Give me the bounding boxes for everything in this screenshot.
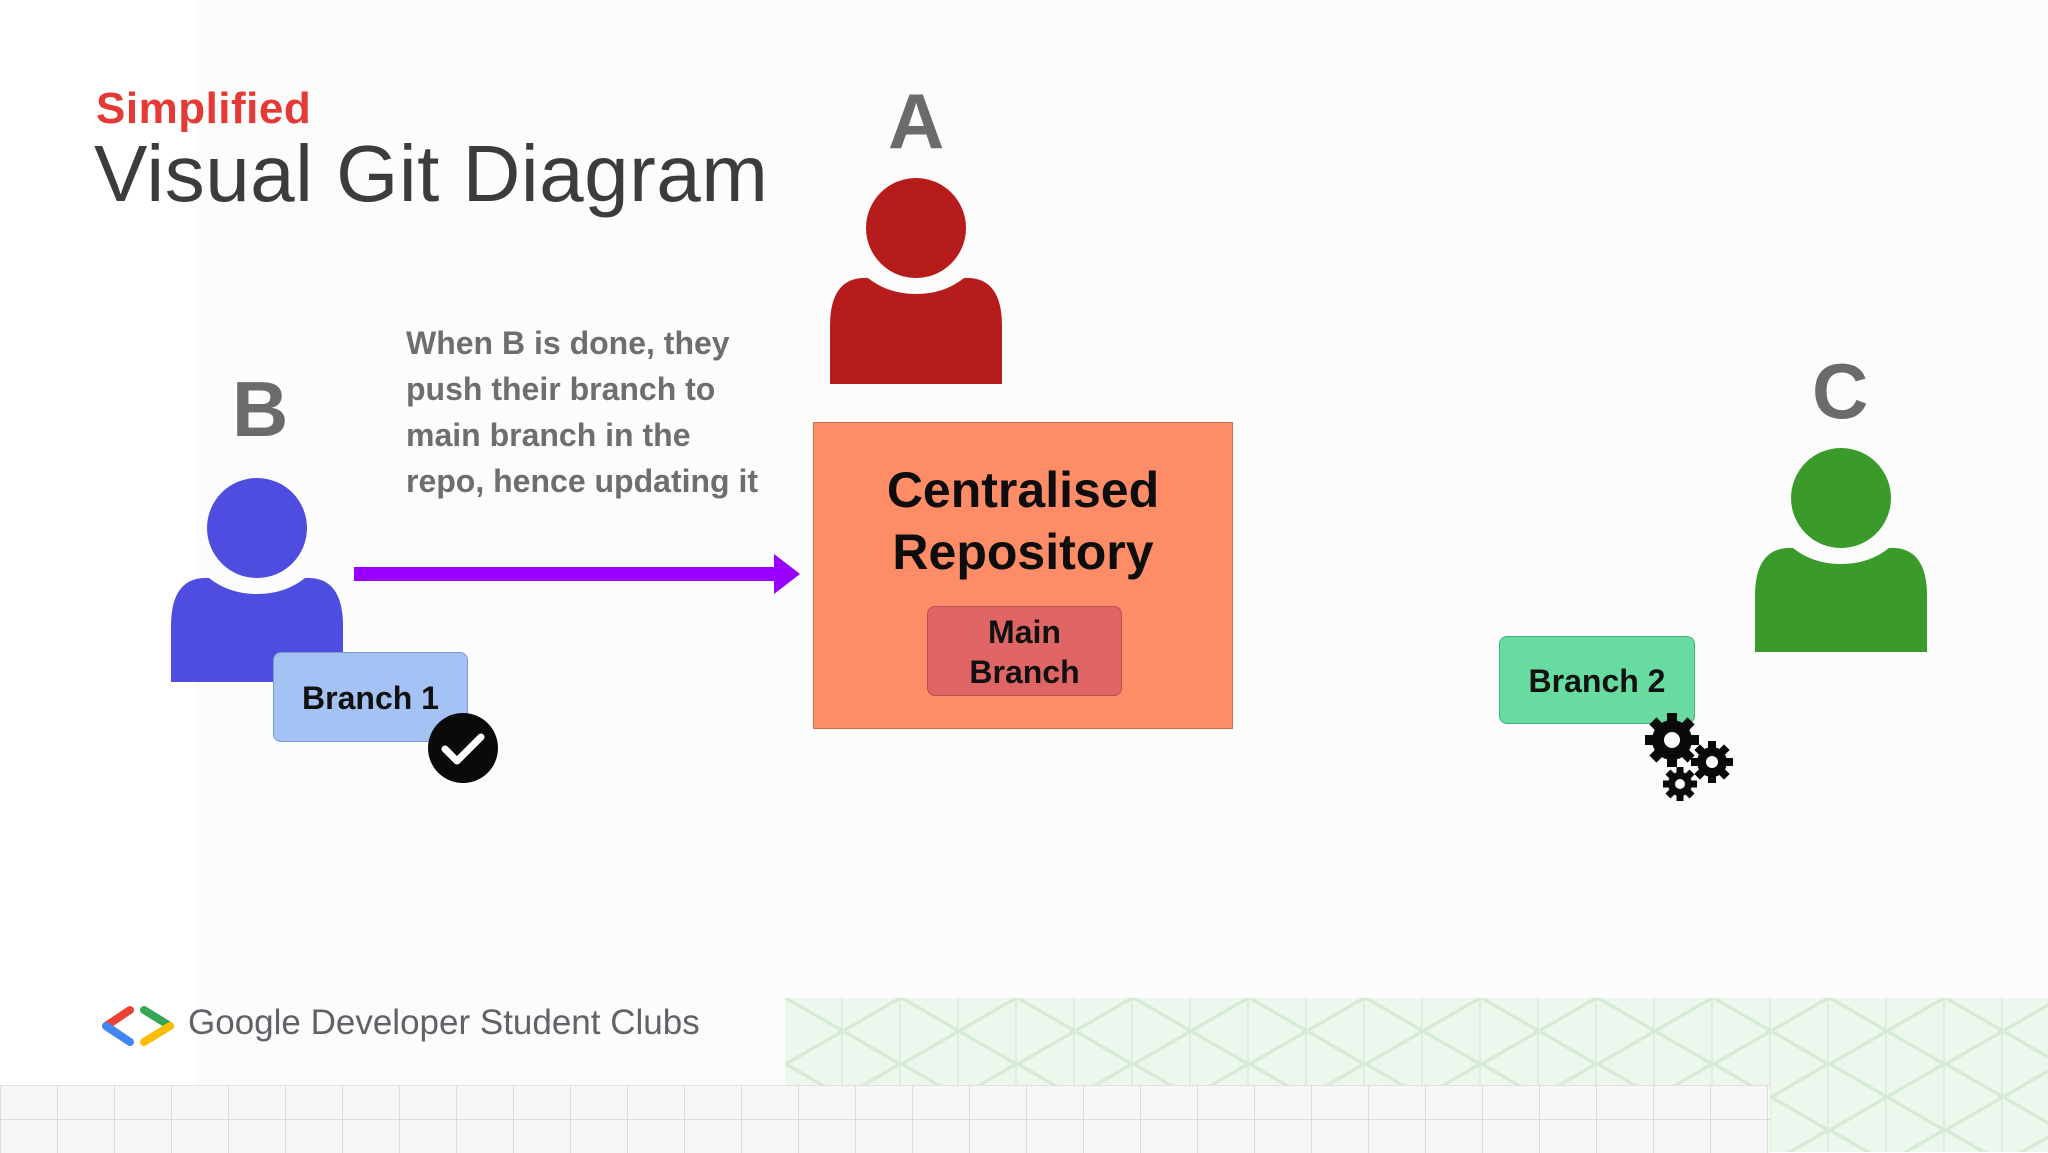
push-arrow (354, 554, 800, 594)
branch-2-box: Branch 2 (1499, 636, 1695, 724)
gears-icon (1645, 713, 1733, 801)
slide-subtitle: Simplified (96, 84, 312, 133)
person-b-label: B (232, 365, 289, 453)
note-text: When B is done, they push their branch t… (406, 325, 759, 499)
repository-title: Centralised Repository (886, 462, 1160, 580)
main-branch-box: Main Branch (927, 606, 1122, 696)
push-explanation-note: When B is done, they push their branch t… (406, 320, 766, 588)
checkmark-icon (428, 713, 498, 783)
background-left-strip (0, 0, 196, 1085)
slide-title: Visual Git Diagram (94, 129, 769, 218)
person-a-label: A (888, 77, 945, 165)
centralised-repository-box: Centralised Repository Main Branch (813, 422, 1233, 729)
person-a-icon (830, 178, 1002, 384)
person-c-label: C (1812, 347, 1869, 435)
gdsc-logo-icon (102, 1006, 174, 1046)
decorative-grey-grid (0, 1085, 1770, 1153)
person-c-icon (1755, 448, 1927, 652)
footer-brand-text: Google Developer Student Clubs (188, 1003, 700, 1042)
